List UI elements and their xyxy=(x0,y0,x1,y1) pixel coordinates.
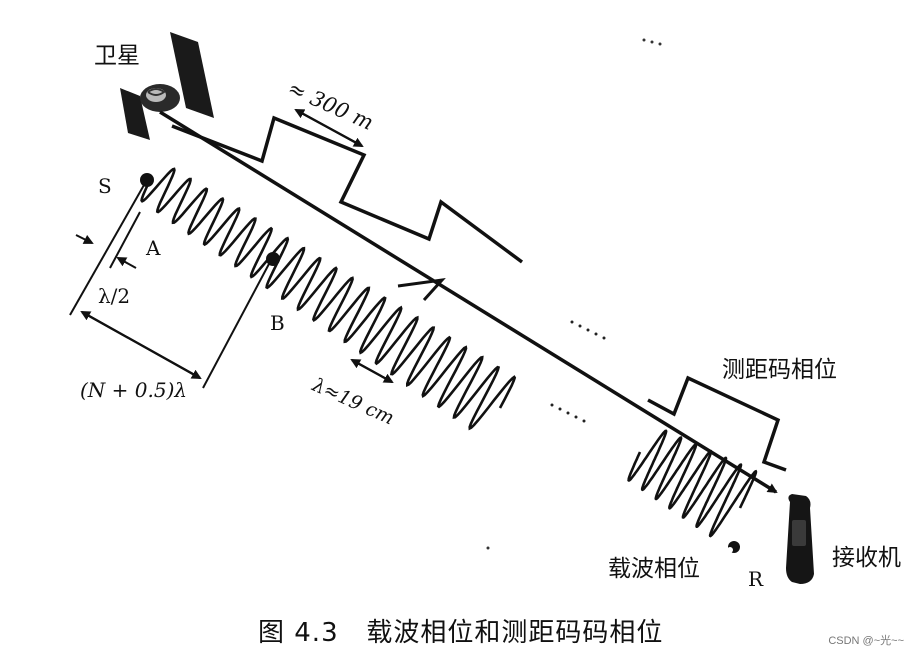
ellipsis-lower xyxy=(550,403,586,423)
watermark: CSDN @~光~~ xyxy=(828,635,904,647)
code-phase-label: 测距码相位 xyxy=(722,357,837,383)
receiver-icon xyxy=(786,494,814,584)
lambda-half-label: λ/2 xyxy=(98,284,131,308)
extension-line-a xyxy=(109,211,141,269)
carrier-wave-receiver xyxy=(627,429,758,538)
caption-number: 图 4.3 xyxy=(258,618,339,648)
code-square-wave-receiver xyxy=(647,375,787,472)
code-square-wave-break xyxy=(397,277,446,302)
point-b-label: B xyxy=(270,311,285,335)
point-a-label: A xyxy=(146,236,161,260)
point-r-label: R xyxy=(748,567,764,591)
extension-line-s xyxy=(69,184,145,316)
receiver-label: 接收机 xyxy=(832,545,901,571)
carrier-phase-label: 载波相位 xyxy=(608,556,700,582)
satellite-label: 卫星 xyxy=(94,43,140,69)
satellite-icon xyxy=(120,32,214,140)
point-s-label: S xyxy=(98,174,112,198)
ellipsis-upper xyxy=(570,320,606,340)
lambda-half-arrow-left xyxy=(75,234,94,244)
point-s-marker xyxy=(140,173,154,187)
code-square-wave xyxy=(171,115,524,264)
extension-line-b xyxy=(202,261,271,389)
carrier-wave xyxy=(140,167,517,431)
caption-title: 载波相位和测距码码相位 xyxy=(366,618,664,648)
lambda-half-arrow-right xyxy=(116,257,137,269)
n-half-lambda-label: (N + 0.5)λ xyxy=(80,378,188,402)
figure-caption: 图 4.3 载波相位和测距码码相位 xyxy=(258,612,663,649)
signal-line xyxy=(159,110,778,494)
